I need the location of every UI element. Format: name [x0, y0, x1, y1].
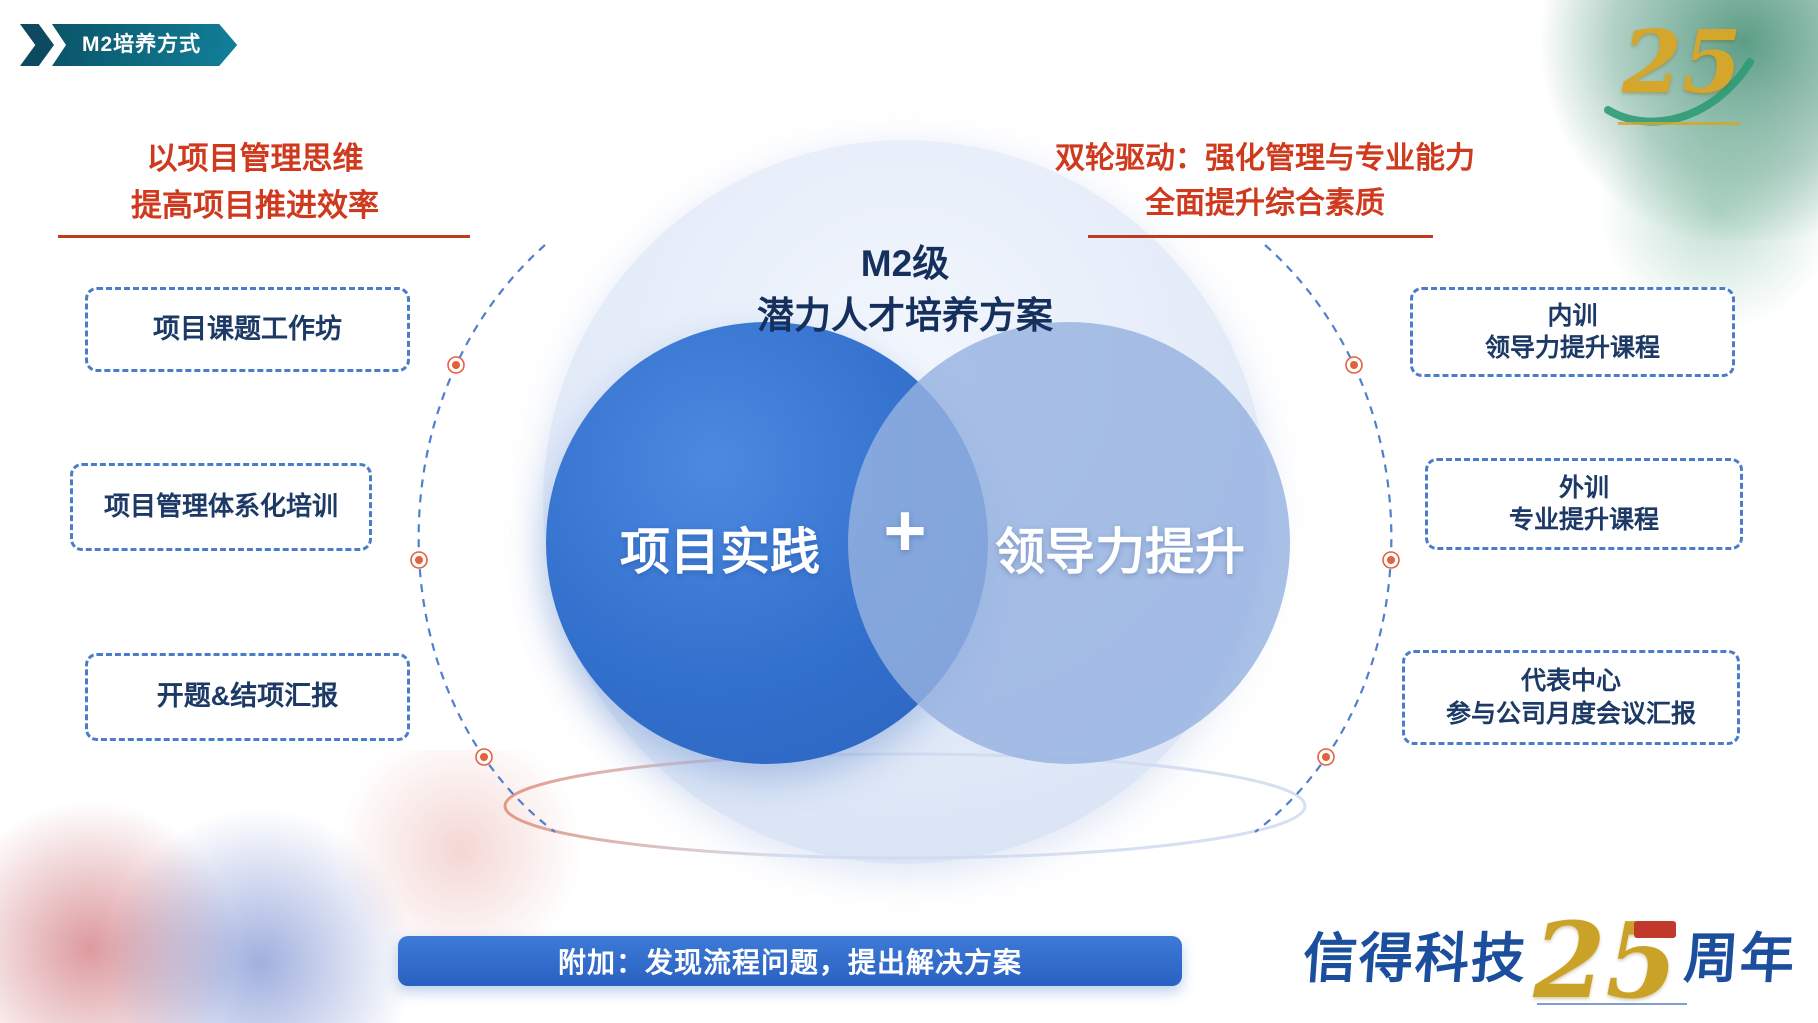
footer-banner-text: 附加：发现流程问题，提出解决方案: [557, 947, 1022, 978]
diagram-title-line2: 潜力人才培养方案: [757, 294, 1053, 336]
diagram-title: M2级 潜力人才培养方案: [543, 238, 1267, 342]
left-box-training-label: 项目管理体系化培训: [103, 491, 338, 522]
left-title-underline: [58, 235, 470, 238]
right-box-external-line2: 专业提升课程: [1508, 506, 1659, 534]
right-box-meeting-line2: 参与公司月度会议汇报: [1445, 699, 1696, 728]
right-title-underline: [1088, 235, 1433, 238]
right-box-external-training: 外训 专业提升课程: [1425, 458, 1743, 550]
leadership-circle: [848, 322, 1290, 764]
left-title-line2: 提高项目推进效率: [131, 187, 379, 223]
diagram-title-line1: M2级: [860, 243, 950, 284]
right-title-line1: 双轮驱动：强化管理与专业能力: [1055, 142, 1475, 175]
anniversary-number-wrap: 25: [1533, 909, 1688, 1013]
chevron-icon: [20, 24, 54, 66]
swoosh-icon: [1604, 58, 1754, 126]
anniversary-logo-top: 25: [1588, 10, 1768, 145]
right-box-monthly-meeting: 代表中心 参与公司月度会议汇报: [1402, 650, 1740, 745]
left-box-training: 项目管理体系化培训: [70, 463, 372, 551]
project-practice-label: 项目实践: [620, 524, 820, 580]
logo-subline: [1537, 1003, 1688, 1005]
right-box-internal-line1: 内训: [1547, 301, 1598, 330]
right-title-line2: 全面提升综合素质: [1145, 187, 1385, 220]
gold-tagline-bar: [1618, 122, 1740, 125]
left-box-workshop-label: 项目课题工作坊: [153, 313, 342, 344]
red-glow: [300, 750, 620, 950]
anniversary-number-top: 25: [1622, 12, 1742, 113]
right-box-internal-training: 内训 领导力提升课程: [1410, 287, 1735, 377]
footer-banner: 附加：发现流程问题，提出解决方案: [398, 936, 1182, 986]
anniversary-suffix: 周年: [1682, 926, 1799, 990]
right-box-internal-line2: 领导力提升课程: [1484, 334, 1660, 362]
left-box-report: 开题&结项汇报: [85, 653, 410, 741]
right-box-external-line1: 外训: [1558, 473, 1609, 502]
left-box-report-label: 开题&结项汇报: [156, 681, 339, 712]
company-name: 信得科技: [1301, 926, 1530, 990]
right-section-title: 双轮驱动：强化管理与专业能力 全面提升综合素质: [1035, 136, 1495, 226]
blue-corner-blob: [90, 803, 430, 1023]
slide-tag: M2培养方式: [52, 24, 237, 66]
company-anniversary-logo: 信得科技 25 周年: [1301, 909, 1798, 1013]
left-section-title: 以项目管理思维 提高项目推进效率: [30, 136, 480, 229]
left-box-workshop: 项目课题工作坊: [85, 287, 410, 372]
left-connector-arc: [417, 244, 556, 833]
red-corner-blob: [0, 793, 250, 1023]
left-title-line1: 以项目管理思维: [146, 141, 364, 176]
plus-icon: +: [883, 489, 927, 572]
slide-tag-label: M2培养方式: [82, 33, 202, 56]
logo-chip: [1634, 921, 1676, 939]
right-box-meeting-line1: 代表中心: [1520, 667, 1621, 695]
leadership-label: 领导力提升: [995, 524, 1245, 580]
